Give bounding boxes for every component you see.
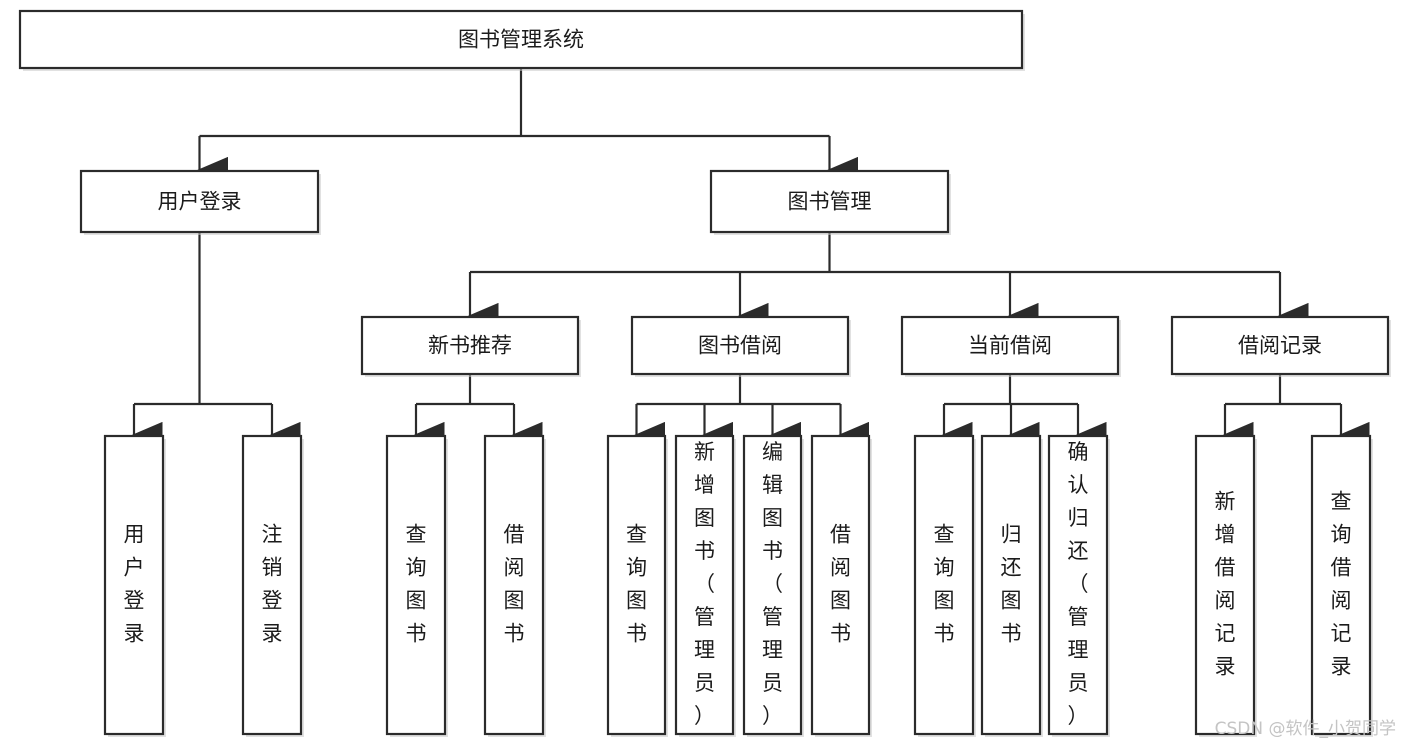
- leaf-leaf-query-book-3[interactable]: 查询图书: [913, 434, 976, 737]
- node-label: 编辑图书（管理员）: [762, 440, 783, 728]
- leaf-leaf-edit-book-admin[interactable]: 编辑图书（管理员）: [742, 434, 804, 737]
- leaf-leaf-confirm-return-admin[interactable]: 确认归还（管理员）: [1047, 434, 1110, 737]
- leaf-leaf-user-login[interactable]: 用户登录: [103, 434, 166, 737]
- node-label: 借阅记录: [1238, 334, 1322, 358]
- node-label: 当前借阅: [968, 334, 1052, 358]
- node-borrow-record[interactable]: 借阅记录: [1170, 315, 1391, 377]
- node-label: 确认归还（管理员）: [1068, 440, 1089, 728]
- node-label: 新增图书（管理员）: [694, 440, 715, 728]
- node-label: 用户登录: [124, 523, 145, 646]
- leaf-leaf-add-book-admin[interactable]: 新增图书（管理员）: [674, 434, 736, 737]
- node-root[interactable]: 图书管理系统: [18, 9, 1025, 71]
- node-book-management[interactable]: 图书管理: [709, 169, 951, 235]
- node-label: 查询图书: [626, 523, 647, 646]
- node-label: 归还图书: [1001, 523, 1022, 646]
- csdn-watermark: CSDN @软件_小贺同学: [1215, 719, 1396, 739]
- node-new-book-recommend[interactable]: 新书推荐: [360, 315, 581, 377]
- leaf-leaf-borrow-book-1[interactable]: 借阅图书: [483, 434, 546, 737]
- node-label: 新书推荐: [428, 334, 512, 358]
- node-user-login[interactable]: 用户登录: [79, 169, 321, 235]
- node-label: 注销登录: [262, 523, 283, 646]
- node-label: 查询图书: [934, 523, 955, 646]
- leaf-leaf-add-borrow-record[interactable]: 新增借阅记录: [1194, 434, 1257, 737]
- nodes-layer: 图书管理系统用户登录图书管理新书推荐图书借阅当前借阅借阅记录用户登录注销登录查询…: [18, 9, 1391, 737]
- leaf-leaf-query-borrow-record[interactable]: 查询借阅记录: [1310, 434, 1373, 737]
- leaf-leaf-query-book-2[interactable]: 查询图书: [606, 434, 668, 737]
- node-current-borrow[interactable]: 当前借阅: [900, 315, 1121, 377]
- node-label: 用户登录: [158, 190, 242, 214]
- connectors-layer: [131, 68, 1370, 449]
- node-label: 图书管理系统: [458, 28, 584, 52]
- leaf-leaf-borrow-book-2[interactable]: 借阅图书: [810, 434, 872, 737]
- node-label: 查询借阅记录: [1331, 490, 1352, 679]
- node-label: 新增借阅记录: [1215, 490, 1236, 679]
- node-book-borrow[interactable]: 图书借阅: [630, 315, 851, 377]
- node-label: 图书借阅: [698, 334, 782, 358]
- leaf-leaf-query-book-1[interactable]: 查询图书: [385, 434, 448, 737]
- node-label: 借阅图书: [830, 523, 851, 646]
- node-label: 借阅图书: [504, 523, 525, 646]
- leaf-leaf-return-book[interactable]: 归还图书: [980, 434, 1043, 737]
- leaf-leaf-user-logout[interactable]: 注销登录: [241, 434, 304, 737]
- node-label: 图书管理: [788, 190, 872, 214]
- node-label: 查询图书: [406, 523, 427, 646]
